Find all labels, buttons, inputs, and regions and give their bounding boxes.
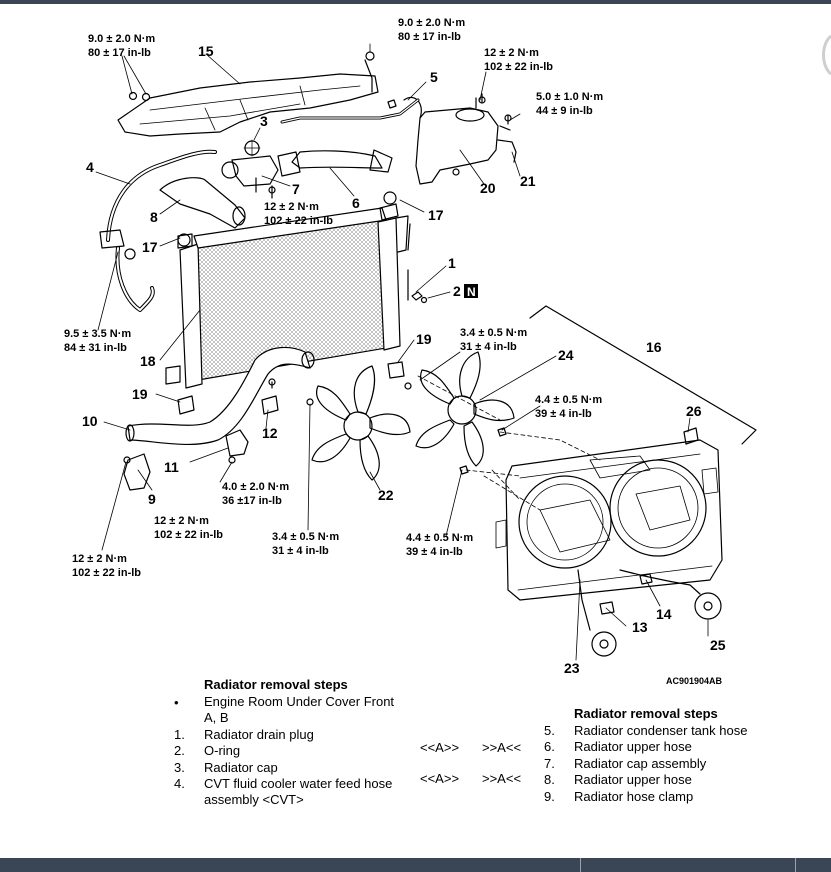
- step-text-cont: A, B: [204, 710, 229, 725]
- top-frame-bar: [0, 0, 831, 4]
- callout-12: 12: [262, 425, 278, 441]
- step-tag-install: >>A<<: [482, 740, 522, 755]
- callout-17a: 17: [142, 239, 158, 255]
- callout-26: 26: [686, 403, 702, 419]
- step-text: Radiator cap assembly: [574, 756, 707, 771]
- step-tag-install: >>A<<: [482, 771, 522, 786]
- torque-13-inlb: 102 ± 22 in-lb: [72, 567, 141, 579]
- step-no: 1.: [174, 727, 185, 742]
- fan-22: [306, 365, 411, 481]
- callout-10: 10: [82, 413, 98, 429]
- torque-6-inlb: 84 ± 31 in-lb: [64, 342, 127, 354]
- torque-13-nm: 12 ± 2 N·m: [72, 553, 127, 565]
- toolbar-divider: [580, 858, 581, 872]
- step-text: Radiator upper hose: [574, 739, 692, 754]
- figure-code: AC901904AB: [666, 676, 723, 686]
- callout-3: 3: [260, 113, 268, 129]
- torque-10-inlb: 102 ± 22 in-lb: [154, 529, 223, 541]
- step-text: O-ring: [204, 743, 241, 758]
- callout-22: 22: [378, 487, 394, 503]
- step-no: 9.: [544, 789, 555, 804]
- torque-10-nm: 12 ± 2 N·m: [154, 515, 209, 527]
- torque-9-nm: 4.0 ± 2.0 N·m: [222, 481, 289, 493]
- steps-right-heading: Radiator removal steps: [574, 706, 718, 721]
- bottom-toolbar: [0, 858, 831, 872]
- step-text: Radiator cap: [204, 760, 278, 775]
- fan-shroud: [505, 439, 723, 601]
- callout-19b: 19: [416, 331, 432, 347]
- callout-9: 9: [148, 491, 156, 507]
- step-text: Radiator hose clamp: [574, 789, 694, 804]
- callout-2: 2: [453, 283, 461, 299]
- hose-6: [291, 150, 383, 169]
- torque-4-nm: 5.0 ± 1.0 N·m: [536, 91, 603, 103]
- callout-21: 21: [520, 173, 536, 189]
- step-tag-removal: <<A>>: [420, 740, 460, 755]
- step-text: Radiator drain plug: [204, 727, 314, 742]
- torque-7-nm: 3.4 ± 0.5 N·m: [460, 327, 527, 339]
- callout-6: 6: [352, 195, 360, 211]
- callout-1: 1: [448, 255, 456, 271]
- fan-24: [404, 351, 515, 467]
- torque-3-inlb: 102 ± 22 in-lb: [484, 61, 553, 73]
- callout-8: 8: [150, 209, 158, 225]
- step-no: 4.: [174, 776, 185, 791]
- torque-1-nm: 9.0 ± 2.0 N·m: [88, 33, 155, 45]
- torque-11-inlb: 31 ± 4 in-lb: [272, 545, 329, 557]
- torque-7-inlb: 31 ± 4 in-lb: [460, 341, 517, 353]
- callout-18: 18: [140, 353, 156, 369]
- torque-8-nm: 4.4 ± 0.5 N·m: [535, 394, 602, 406]
- scroll-indicator-icon[interactable]: [817, 30, 831, 80]
- torque-12-inlb: 39 ± 4 in-lb: [406, 546, 463, 558]
- radiator-exploded-diagram: 1 2 3 4 5 6 7 8 9 10 11 12 13 14 15 16 1…: [64, 17, 757, 686]
- torque-3-nm: 12 ± 2 N·m: [484, 47, 539, 59]
- callout-4: 4: [86, 159, 94, 175]
- step-bullet: •: [174, 695, 179, 710]
- n-badge-label: N: [467, 285, 476, 299]
- torque-4-inlb: 44 ± 9 in-lb: [536, 105, 593, 117]
- hose-8: [159, 177, 246, 229]
- callout-16: 16: [646, 339, 662, 355]
- torque-9-inlb: 36 ±17 in-lb: [222, 495, 282, 507]
- torque-2-inlb: 80 ± 17 in-lb: [398, 31, 461, 43]
- callout-20: 20: [480, 180, 496, 196]
- step-tag-removal: <<A>>: [420, 771, 460, 786]
- callout-5: 5: [430, 69, 438, 85]
- callout-13: 13: [632, 619, 648, 635]
- callout-11: 11: [164, 459, 179, 475]
- torque-12-nm: 4.4 ± 0.5 N·m: [406, 532, 473, 544]
- step-no: 6.: [544, 739, 555, 754]
- torque-5-nm: 12 ± 2 N·m: [264, 201, 319, 213]
- callout-7: 7: [292, 181, 300, 197]
- callout-14: 14: [656, 606, 672, 622]
- callout-15: 15: [198, 43, 214, 59]
- step-no: 8.: [544, 772, 555, 787]
- step-no: 7.: [544, 756, 555, 771]
- step-text-cont: assembly <CVT>: [204, 792, 304, 807]
- toolbar-divider: [795, 858, 796, 872]
- step-no: 5.: [544, 723, 555, 738]
- torque-8-inlb: 39 ± 4 in-lb: [535, 408, 592, 420]
- callout-23: 23: [564, 660, 580, 676]
- torque-5-inlb: 102 ± 22 in-lb: [264, 215, 333, 227]
- step-text: CVT fluid cooler water feed hose: [204, 776, 393, 791]
- step-text: Engine Room Under Cover Front: [204, 694, 395, 709]
- torque-1-inlb: 80 ± 17 in-lb: [88, 47, 151, 59]
- torque-6-nm: 9.5 ± 3.5 N·m: [64, 328, 131, 340]
- step-text: Radiator upper hose: [574, 772, 692, 787]
- step-text: Radiator condenser tank hose: [574, 723, 748, 738]
- right-tank: [377, 217, 401, 351]
- callout-17b: 17: [428, 207, 444, 223]
- callout-25: 25: [710, 637, 726, 653]
- step-no: 2.: [174, 743, 185, 758]
- torque-11-nm: 3.4 ± 0.5 N·m: [272, 531, 339, 543]
- upper-bracket-15: [117, 73, 379, 137]
- callout-24: 24: [558, 347, 574, 363]
- n-badge: [464, 284, 478, 298]
- steps-left-heading: Radiator removal steps: [204, 677, 348, 692]
- step-no: 3.: [174, 760, 185, 775]
- callout-19a: 19: [132, 386, 148, 402]
- torque-2-nm: 9.0 ± 2.0 N·m: [398, 17, 465, 29]
